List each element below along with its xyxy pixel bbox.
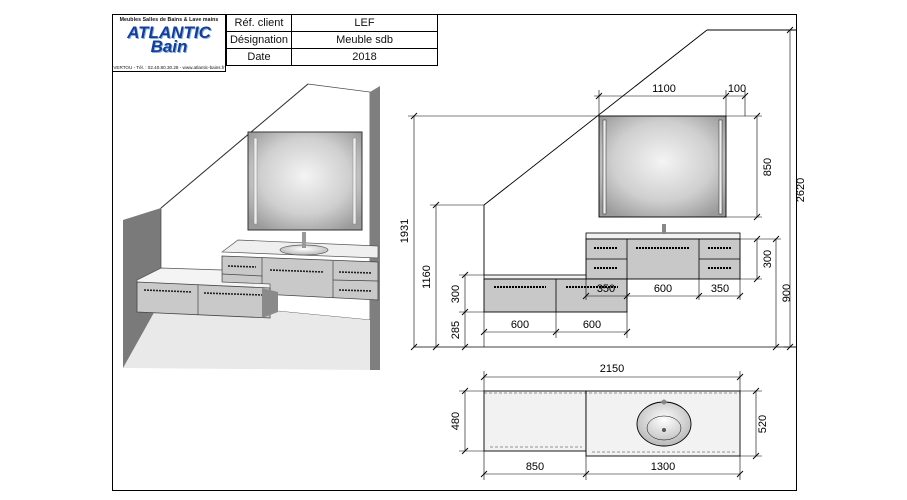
ref-value: LEF [291, 14, 438, 32]
dim-lower-unit-height: 300 [450, 285, 462, 303]
dim-slope-height: 1931 [399, 219, 411, 243]
dim-plan-left-depth: 480 [450, 412, 462, 430]
lower-countertop [483, 274, 587, 280]
dim-lower-drawer-2: 600 [583, 319, 601, 331]
ref-label: Réf. client [226, 14, 292, 32]
plan-basin [636, 401, 692, 447]
dim-plan-right-depth: 520 [757, 415, 769, 433]
logo-contact: VERTOU - Tél. : 02.40.80.30.28 - www.atl… [113, 65, 225, 70]
drawer-handle [227, 265, 257, 268]
dim-center: 600 [654, 283, 672, 295]
plan-dimension-lines [459, 371, 762, 480]
dim-plan-total: 2150 [600, 363, 624, 375]
drawing-frame [112, 14, 797, 491]
slope-line [160, 83, 309, 209]
drawer-handle [143, 289, 193, 293]
drawer-handle [203, 292, 263, 296]
dim-plan-left-width: 850 [526, 461, 544, 473]
dim-mirror-height: 850 [762, 158, 774, 176]
plan-drain [662, 428, 666, 432]
dim-mirror-width: 1100 [652, 83, 676, 95]
lower-cabinet-side [262, 288, 278, 318]
front-elevation [414, 29, 797, 348]
drawer-handle [338, 271, 373, 274]
lower-cabinet-3d [136, 281, 271, 319]
dim-upper-floor: 900 [781, 284, 793, 302]
dim-lower-drawer-1: 600 [511, 319, 529, 331]
title-row-designation: Désignation Meuble sdb [226, 31, 438, 49]
title-row-date: Date 2018 [226, 48, 438, 66]
dim-mirror-offset: 100 [728, 83, 746, 95]
perspective-view [123, 83, 380, 370]
mirror-light-right [718, 119, 723, 215]
company-logo: Meubles Salles de Bains & Lave mains ATL… [112, 14, 226, 72]
mirror-light-left [602, 119, 607, 215]
mirror-3d [247, 131, 363, 231]
plan-lower-top [483, 390, 587, 452]
dim-plan-right-width: 1300 [651, 461, 675, 473]
designation-value: Meuble sdb [291, 31, 438, 49]
dim-total-height: 2620 [795, 178, 807, 202]
designation-label: Désignation [226, 31, 292, 49]
title-block-table: Réf. client LEF Désignation Meuble sdb D… [226, 14, 438, 66]
dim-side-left: 350 [597, 283, 615, 295]
faucet-elevation [662, 224, 666, 234]
drawer-handle [269, 269, 325, 273]
drawer-split [221, 273, 263, 277]
dim-low-wall: 1160 [421, 265, 433, 289]
dim-upper-unit-height: 300 [762, 250, 774, 268]
dimension-labels: 1100 100 850 2620 1931 1160 300 900 300 … [399, 83, 807, 473]
date-value: 2018 [291, 48, 438, 66]
dim-side-right: 350 [711, 283, 729, 295]
mirror-elevation [598, 115, 727, 218]
logo-tagline: Meubles Salles de Bains & Lave mains [119, 17, 219, 23]
dim-lower-floor: 285 [450, 321, 462, 339]
faucet-3d [302, 232, 306, 248]
logo-name-sub: Bain [150, 37, 188, 56]
plan-view [483, 390, 741, 457]
drawer-handle [338, 289, 373, 292]
plan-faucet [661, 399, 667, 405]
right-wall [370, 86, 380, 370]
elevation-dimension-lines [408, 26, 797, 351]
drawer-split [332, 279, 379, 282]
elevation-slope-line [483, 29, 708, 206]
logo-name: ATLANTIC [127, 23, 211, 42]
floor [123, 300, 370, 370]
date-label: Date [226, 48, 292, 66]
lower-cabinet-elevation [483, 278, 628, 313]
mirror-light-right [352, 137, 357, 225]
mirror-light-left [253, 137, 258, 225]
title-row-ref: Réf. client LEF [226, 14, 438, 32]
